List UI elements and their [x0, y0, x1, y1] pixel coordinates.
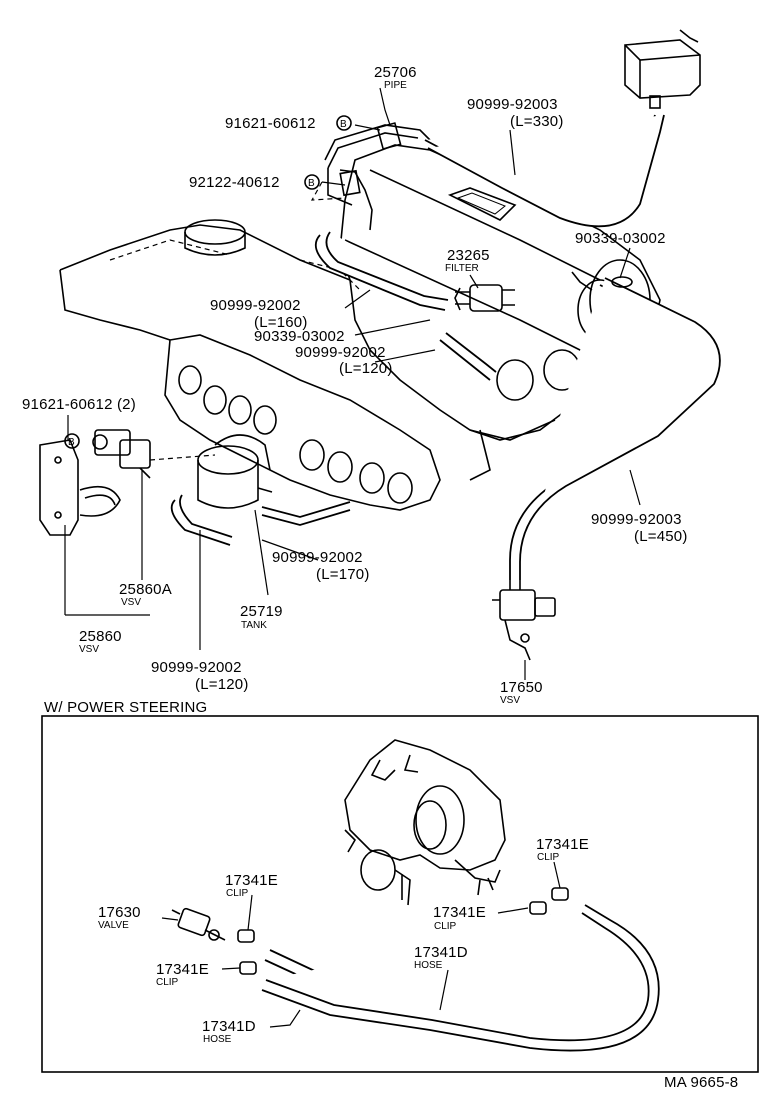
part-label-clip-mid: 90339-03002 — [254, 328, 345, 345]
part-label-filter: 23265 FILTER — [445, 247, 490, 274]
hose330-length: (L=330) — [510, 113, 564, 130]
pipe-part-number: 25706 — [374, 64, 417, 81]
clip-top-part-number: 90339-03002 — [575, 230, 666, 247]
hose120b-part-number: 90999-92002 — [151, 659, 242, 676]
tank-part-name: TANK — [241, 620, 267, 631]
hose-d-right-part-name: HOSE — [414, 960, 443, 971]
hose-450-illustration — [509, 277, 721, 580]
tank-illustration — [170, 434, 351, 546]
section-title: W/ POWER STEERING — [44, 699, 207, 716]
part-label-vsv17650: 17650 VSV — [500, 679, 543, 706]
power-steering-leaders — [161, 861, 561, 1028]
hose330-part-number: 90999-92003 — [467, 96, 558, 113]
part-label-hose170: 90999-92002 (L=170) — [272, 549, 370, 583]
part-label-clip-top: 90339-03002 — [575, 230, 666, 247]
part-label-clip-e-top: 17341E CLIP — [225, 872, 278, 899]
part-label-hose120a: 90999-92002 (L=120) — [295, 344, 393, 377]
section-frame — [41, 715, 759, 1073]
leader-lines — [64, 87, 641, 680]
circle-b-2: B — [308, 178, 315, 189]
filter-illustration — [454, 284, 515, 312]
part-label-bolt1: 91621-60612 B — [225, 115, 352, 132]
filter-part-number: 23265 — [447, 247, 490, 264]
hose160-part-number: 90999-92002 — [210, 297, 301, 314]
hose120a-length: (L=120) — [339, 360, 393, 377]
part-label-nut1: 92122-40612 B — [189, 174, 320, 191]
reference-code: MA 9665-8 — [664, 1074, 738, 1091]
clip-e-right-part-number: 17341E — [536, 836, 589, 853]
hose-120a-illustration — [439, 332, 497, 381]
clip-e-low-part-name: CLIP — [156, 977, 179, 988]
part-label-clip-e-low: 17341E CLIP — [156, 961, 209, 988]
clip-mid-part-number: 90339-03002 — [254, 328, 345, 345]
clip-e-top-part-number: 17341E — [225, 872, 278, 889]
vsv25860A-part-name: VSV — [121, 597, 141, 608]
hose-330-illustration — [424, 114, 665, 228]
hose-d-low-part-name: HOSE — [203, 1034, 232, 1045]
part-label-hose330: 90999-92003 (L=330) — [467, 96, 564, 130]
clip-e-top-part-name: CLIP — [226, 888, 249, 899]
power-steering-illustration — [171, 739, 660, 1052]
clip-e-mid-part-name: CLIP — [434, 921, 457, 932]
canister-illustration — [624, 29, 701, 109]
hose170-part-number: 90999-92002 — [272, 549, 363, 566]
part-label-valve: 17630 VALVE — [98, 904, 141, 931]
hose-160-illustration — [314, 231, 449, 311]
vsv25860-part-number: 25860 — [79, 628, 122, 645]
part-label-vsv25860A: 25860A VSV — [119, 581, 172, 608]
pipe-25706-illustration — [324, 122, 431, 231]
vsv17650-part-number: 17650 — [500, 679, 543, 696]
clip-e-mid-part-number: 17341E — [433, 904, 486, 921]
bolt2-part-number: 91621-60612 (2) — [22, 396, 136, 413]
circle-b-1: B — [340, 119, 347, 130]
hose160-length: (L=160) — [254, 314, 308, 331]
vsv-17650-illustration — [492, 580, 556, 661]
circle-b-3: B — [68, 437, 75, 448]
hose120a-part-number: 90999-92002 — [295, 344, 386, 361]
pipe-part-name: PIPE — [384, 80, 407, 91]
vsv-25860-illustration — [39, 429, 216, 536]
part-label-hose160: 90999-92002 (L=160) — [210, 297, 308, 331]
hose450-length: (L=450) — [634, 528, 688, 545]
vsv25860A-part-number: 25860A — [119, 581, 172, 598]
hose-d-low-part-number: 17341D — [202, 1018, 256, 1035]
nut1-part-number: 92122-40612 — [189, 174, 280, 191]
part-label-vsv25860: 25860 VSV — [79, 628, 122, 655]
clip-e-right-part-name: CLIP — [537, 852, 560, 863]
part-label-bolt2: 91621-60612 (2) B — [22, 396, 136, 449]
filter-part-name: FILTER — [445, 263, 479, 274]
bolt1-part-number: 91621-60612 — [225, 115, 316, 132]
clip-e-low-part-number: 17341E — [156, 961, 209, 978]
hose120b-length: (L=120) — [195, 676, 249, 693]
tank-part-number: 25719 — [240, 603, 283, 620]
vsv25860-part-name: VSV — [79, 644, 99, 655]
part-label-clip-e-right: 17341E CLIP — [536, 836, 589, 863]
part-label-hose-d-low: 17341D HOSE — [202, 1018, 256, 1045]
vsv17650-part-name: VSV — [500, 695, 520, 706]
valve-part-number: 17630 — [98, 904, 141, 921]
part-label-pipe: 25706 PIPE — [374, 64, 417, 91]
part-label-tank: 25719 TANK — [240, 603, 283, 631]
part-label-hose120b: 90999-92002 (L=120) — [151, 659, 249, 693]
part-label-clip-e-mid: 17341E CLIP — [433, 904, 486, 932]
hose-d-right-part-number: 17341D — [414, 944, 468, 961]
hose450-part-number: 90999-92003 — [591, 511, 682, 528]
hose170-length: (L=170) — [316, 566, 370, 583]
part-label-hose450: 90999-92003 (L=450) — [591, 511, 688, 545]
part-label-hose-d-right: 17341D HOSE — [414, 944, 468, 971]
valve-part-name: VALVE — [98, 920, 129, 931]
